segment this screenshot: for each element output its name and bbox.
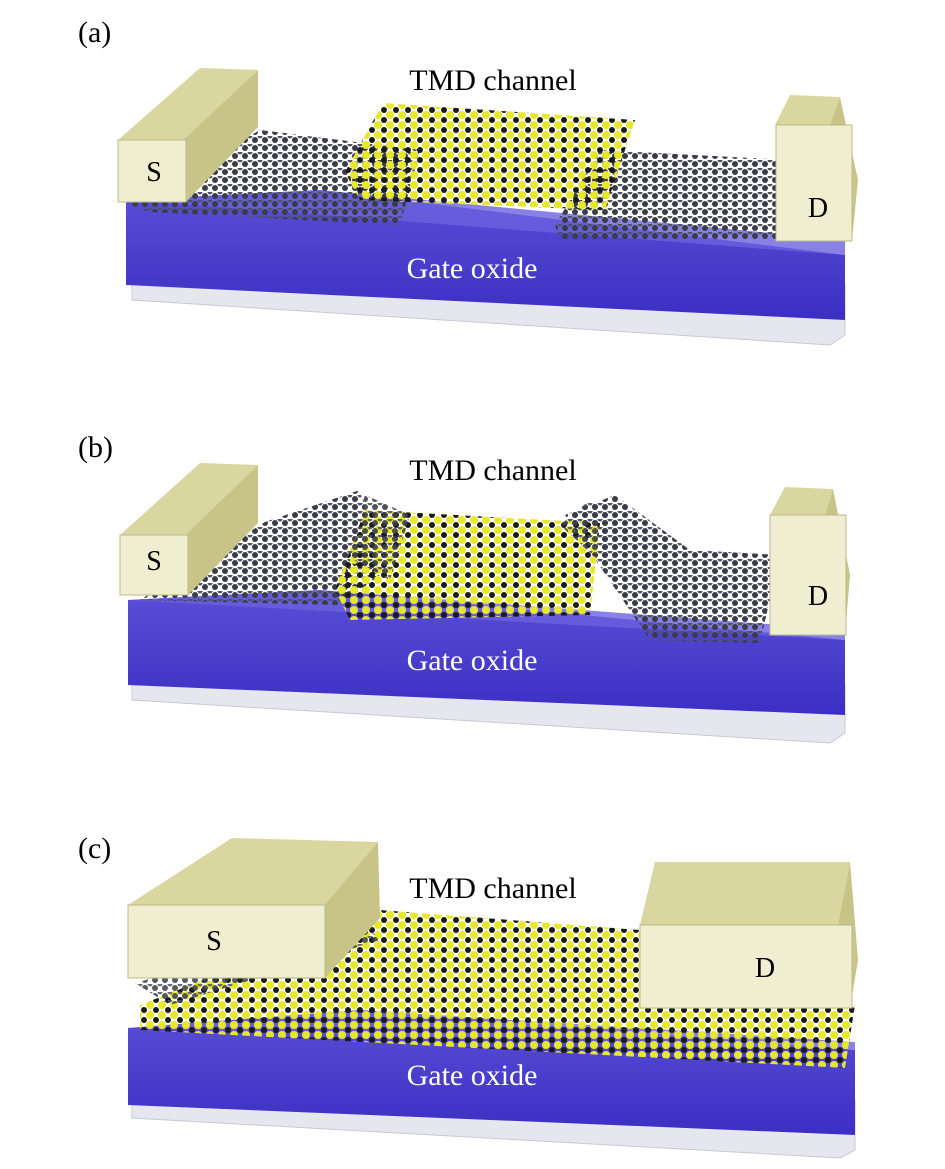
panel-a-diagram: (a) Gate oxide TMD channel S D xyxy=(78,16,858,346)
graphene-overlap-right xyxy=(560,500,635,580)
source-label: S xyxy=(146,546,162,577)
graphene-overlap-left xyxy=(345,495,410,580)
drain-contact-front xyxy=(775,124,853,242)
tmd-channel-label: TMD channel xyxy=(409,454,576,487)
drain-contact-front xyxy=(769,514,847,636)
source-label: S xyxy=(146,157,162,188)
drain-label: D xyxy=(808,581,828,612)
source-contact-front xyxy=(117,139,187,203)
panel-b-diagram: (b) Gate oxide TMD channel S D xyxy=(78,431,850,744)
gate-oxide-label: Gate oxide xyxy=(407,1059,538,1092)
source-contact-front xyxy=(119,534,189,596)
source-contact-side xyxy=(180,70,258,202)
gate-oxide-label: Gate oxide xyxy=(407,644,538,677)
gate-oxide-block xyxy=(126,190,845,320)
panel-c: (c) Gate oxide TMD channel S D xyxy=(0,800,945,1169)
source-label: S xyxy=(206,926,222,957)
source-contact-top xyxy=(128,838,378,908)
panel-c-diagram: (c) Gate oxide TMD channel S D xyxy=(78,832,858,1159)
gate-oxide-label: Gate oxide xyxy=(407,252,538,285)
drain-contact-top xyxy=(775,95,840,125)
source-contact-front xyxy=(127,904,326,979)
panel-a: (a) Gate oxide TMD channel S D xyxy=(0,0,945,390)
source-contact-side xyxy=(182,465,258,595)
panel-tag: (c) xyxy=(78,832,111,865)
source-contact-top xyxy=(120,463,258,538)
drain-contact-top xyxy=(640,862,850,925)
panel-b: (b) Gate oxide TMD channel S D xyxy=(0,415,945,805)
tmd-channel-label: TMD channel xyxy=(409,64,576,97)
tmd-channel-label: TMD channel xyxy=(409,872,576,905)
drain-label: D xyxy=(755,953,775,984)
tmd-channel-flake xyxy=(345,103,635,210)
panel-tag: (a) xyxy=(78,16,111,49)
gate-oxide-block xyxy=(128,590,845,715)
drain-label: D xyxy=(808,193,828,224)
graphene-source-sheet xyxy=(130,130,420,225)
source-contact-side xyxy=(322,842,380,978)
drain-contact-top xyxy=(770,487,833,515)
source-contact-top xyxy=(118,68,258,143)
drain-contact-front xyxy=(639,924,853,1009)
panel-tag: (b) xyxy=(78,431,113,464)
